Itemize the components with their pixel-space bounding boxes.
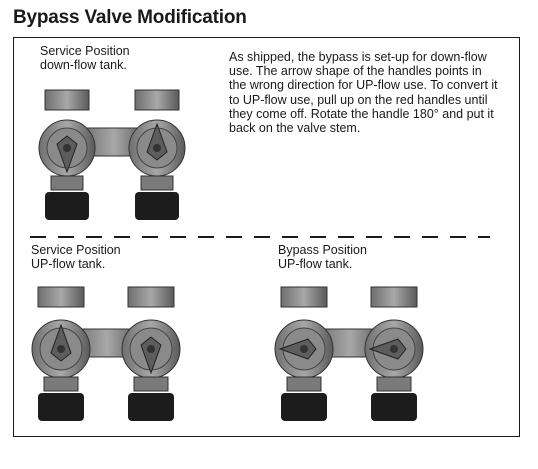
caption-bypass-upflow: Bypass Position UP-flow tank. xyxy=(278,243,367,271)
valve-service-downflow xyxy=(38,89,186,220)
valve-service-upflow xyxy=(31,286,181,421)
valve-bypass-upflow xyxy=(274,286,424,421)
figure-frame xyxy=(13,37,520,437)
page-title: Bypass Valve Modification xyxy=(13,7,247,28)
caption-service-upflow: Service Position UP-flow tank. xyxy=(31,243,121,271)
instructions-text: As shipped, the bypass is set-up for dow… xyxy=(229,50,498,136)
section-divider xyxy=(30,236,490,238)
caption-service-downflow: Service Position down-flow tank. xyxy=(40,44,130,72)
